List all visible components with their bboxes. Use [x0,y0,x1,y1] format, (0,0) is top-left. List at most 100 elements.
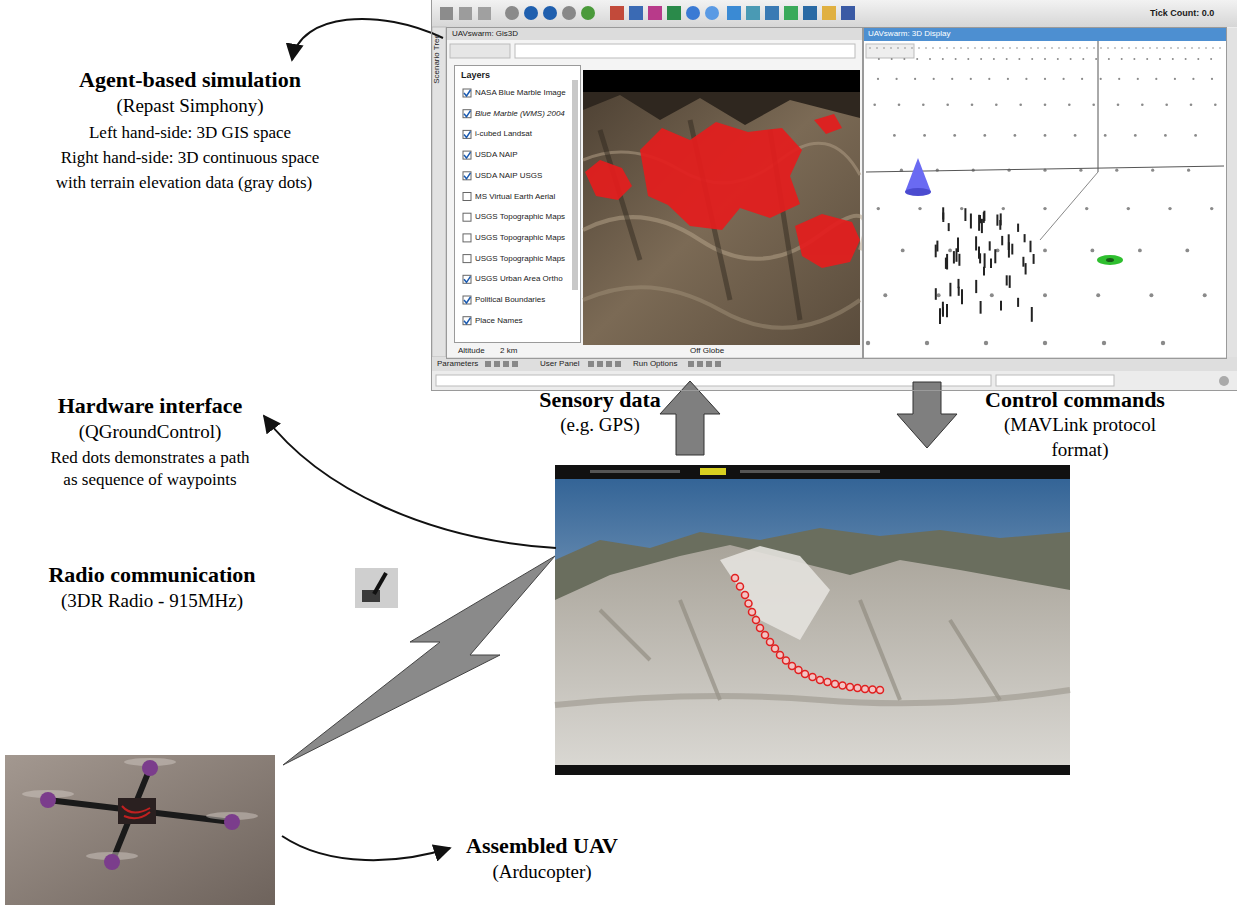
elevation-dot [1093,47,1095,49]
elevation-dot [1044,58,1046,60]
elevation-dot [1018,58,1020,60]
elevation-dot [1138,249,1142,253]
elevation-dot [903,58,905,60]
waypoint [869,686,876,693]
elevation-dot [1100,47,1102,49]
layer-name: USDA NAIP [475,150,518,159]
elevation-dot [1165,104,1168,107]
component-heading: Agent-based simulation [79,66,301,95]
elevation-dot [955,58,957,60]
layer-name: Blue Marble (WMS) 2004 [475,109,565,118]
elevation-dot [1044,78,1046,80]
green-target [1097,255,1123,265]
waypoint [742,592,749,599]
checkmark [464,111,471,117]
elevation-dot [933,78,935,80]
elevation-dot [1044,104,1047,107]
component-heading: Radio communication [48,561,255,590]
elevation-dot [1043,341,1047,345]
elevation-dot [1121,47,1123,49]
elevation-dot [1085,207,1088,210]
elevation-dot [1211,78,1213,80]
agent-figure [1008,242,1010,257]
agent-figure [939,308,941,324]
checkbox [463,296,471,304]
elevation-dot [974,47,976,49]
elevation-dot [1025,78,1027,80]
elevation-dot [953,134,956,137]
elevation-dot [1203,293,1207,297]
elevation-dot [937,293,941,297]
layer-name: NASA Blue Marble Image [475,88,566,97]
waypoint [802,671,809,678]
elevation-dot [883,293,887,297]
elevation-dot [1102,341,1106,345]
elevation-dot [1065,47,1067,49]
waypoint [757,625,764,632]
elevation-dot [995,104,998,107]
toolbar-icons [440,6,855,20]
checkmark [464,152,471,158]
elevation-dot [983,134,986,137]
panel-title: UAVswarm: Gis3D [452,29,518,38]
elevation-dot [929,58,931,60]
elevation-dot [1185,58,1187,60]
elevation-dot [1095,58,1097,60]
component-subtitle: (QGroundControl) [79,420,221,445]
elevation-dot [1092,104,1095,107]
agent-figure [994,249,996,263]
agent-figure [1001,236,1003,245]
agent-figure [946,304,948,317]
command-arrow [897,382,957,448]
elevation-dot [1008,169,1011,172]
elevation-dot [1082,58,1084,60]
elevation-dot [893,134,896,137]
app-window: Tick Count: 0.0UAVswarm: Gis3DLayersNASA… [432,0,1237,390]
waypoint [745,600,752,607]
elevation-dot [1043,249,1047,253]
elevation-dot [1096,293,1100,297]
waypoint-path [732,575,884,694]
waypoint [839,682,846,689]
status-text: 2 km [500,346,517,356]
elevation-dot [1127,207,1130,210]
elevation-dot [1037,47,1039,49]
flow-heading: Control commands [985,386,1165,415]
elevation-dot [1205,47,1207,49]
elevation-dot [1210,207,1213,210]
elevation-dot [1174,78,1176,80]
elevation-dot [1121,58,1123,60]
checkmark [464,131,471,137]
note: Right hand-side: 3D continuous space [61,147,320,169]
elevation-dot [1194,134,1197,137]
elevation-dot [873,104,876,107]
agent-figure [953,251,955,263]
elevation-dot [970,78,972,80]
waypoint [767,639,774,646]
elevation-dot [971,104,974,107]
elevation-dot [1151,169,1154,172]
blue-cone [905,158,931,196]
elevation-dot [1141,104,1144,107]
elevation-dot [1187,169,1190,172]
elevation-dot [1135,47,1137,49]
elevation-dot [1100,78,1102,80]
elevation-dot [866,341,870,345]
elevation-dot [1043,207,1046,210]
elevation-dot [1170,47,1172,49]
checkbox [463,234,471,242]
elevation-dot [1002,47,1004,49]
tab-label: Scenario Tree [433,34,441,84]
tab-label: Parameters [437,359,478,369]
elevation-dot [1149,293,1153,297]
agent-figure [989,241,991,250]
elevation-dot [1149,47,1151,49]
status-text: Altitude [458,346,485,356]
layer-name: i-cubed Landsat [475,129,532,138]
tab-label: Run Options [633,359,677,369]
checkmark [464,90,471,96]
note: with terrain elevation data (gray dots) [56,172,312,194]
uav-photo [5,755,275,905]
layers-panel: LayersNASA Blue Marble ImageBlue Marble … [455,66,580,342]
